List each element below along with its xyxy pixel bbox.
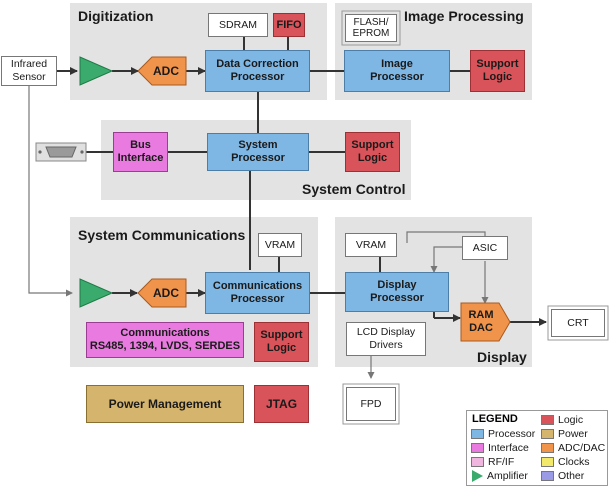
support-logic-control: Support Logic	[345, 132, 400, 172]
legend-swatch	[541, 415, 554, 425]
system-control-title: System Control	[302, 181, 406, 197]
amplifier-bottom	[79, 278, 114, 308]
legend-item: Clocks	[541, 456, 590, 468]
legend-label: Power	[558, 428, 588, 440]
fpd-block: FPD	[346, 387, 396, 421]
legend-item: Logic	[541, 414, 583, 426]
legend-swatch	[471, 457, 484, 467]
legend-label: RF/IF	[488, 456, 515, 468]
fifo-block: FIFO	[273, 13, 305, 37]
ram-dac-label: RAM DAC	[468, 309, 494, 334]
adc-top-shape	[137, 56, 187, 86]
adc-bottom-shape	[137, 278, 187, 308]
lcd-display-drivers: LCD Display Drivers	[346, 322, 426, 356]
legend-swatch	[471, 429, 484, 439]
legend-item: Power	[541, 428, 588, 440]
power-management: Power Management	[86, 385, 244, 423]
legend-swatch	[541, 457, 554, 467]
system-communications-title: System Communications	[78, 227, 246, 243]
legend-label: Clocks	[558, 456, 590, 468]
legend-label: Amplifier	[487, 470, 528, 482]
sensor-to-amp-bottom-line	[28, 86, 73, 297]
crt-block: CRT	[551, 309, 605, 337]
legend-label: Processor	[488, 428, 536, 440]
legend-label: Interface	[488, 442, 529, 454]
flash-eprom-block: FLASH/ EPROM	[345, 14, 397, 42]
serial-port-plug	[45, 146, 77, 158]
data-correction-processor: Data Correction Processor	[205, 50, 310, 92]
digitization-title: Digitization	[78, 8, 154, 24]
ram-dac-shape	[460, 302, 511, 342]
legend-swatch	[541, 443, 554, 453]
legend-item: RF/IF	[471, 456, 514, 468]
communications-processor: Communications Processor	[205, 272, 310, 314]
adc-top-label: ADC	[153, 63, 179, 78]
sdram-block: SDRAM	[208, 13, 268, 37]
vram-display-block: VRAM	[345, 233, 397, 257]
asic-to-display-line	[430, 246, 463, 273]
vram-comm-block: VRAM	[258, 233, 302, 257]
legend-label: Logic	[558, 414, 584, 426]
legend-swatch	[541, 471, 554, 481]
legend-title: LEGEND	[472, 413, 518, 425]
infrared-sensor: Infrared Sensor	[1, 56, 57, 86]
legend-item: Amplifier	[471, 470, 528, 482]
bus-interface: Bus Interface	[113, 132, 168, 172]
display-processor: Display Processor	[345, 272, 449, 312]
image-processor: Image Processor	[344, 50, 450, 92]
legend-label: Other	[558, 470, 585, 482]
support-logic-comm: Support Logic	[254, 322, 309, 362]
jtag-block: JTAG	[254, 385, 309, 423]
adc-bottom-label: ADC	[153, 285, 179, 300]
image-processing-title: Image Processing	[404, 8, 524, 24]
legend-item: ADC/DAC	[541, 442, 605, 454]
asic-block: ASIC	[462, 236, 508, 260]
legend-item: Other	[541, 470, 584, 482]
legend-item: Interface	[471, 442, 529, 454]
legend-item: Processor	[471, 428, 535, 440]
legend-label: ADC/DAC	[558, 442, 606, 454]
legend-amplifier-icon	[472, 470, 483, 482]
system-processor: System Processor	[207, 133, 309, 171]
legend-swatch	[541, 429, 554, 439]
support-logic-image: Support Logic	[470, 50, 525, 92]
amplifier-top	[79, 56, 114, 86]
legend-swatch	[471, 443, 484, 453]
communications-interfaces: Communications RS485, 1394, LVDS, SERDES	[86, 322, 244, 358]
display-title: Display	[477, 349, 527, 365]
